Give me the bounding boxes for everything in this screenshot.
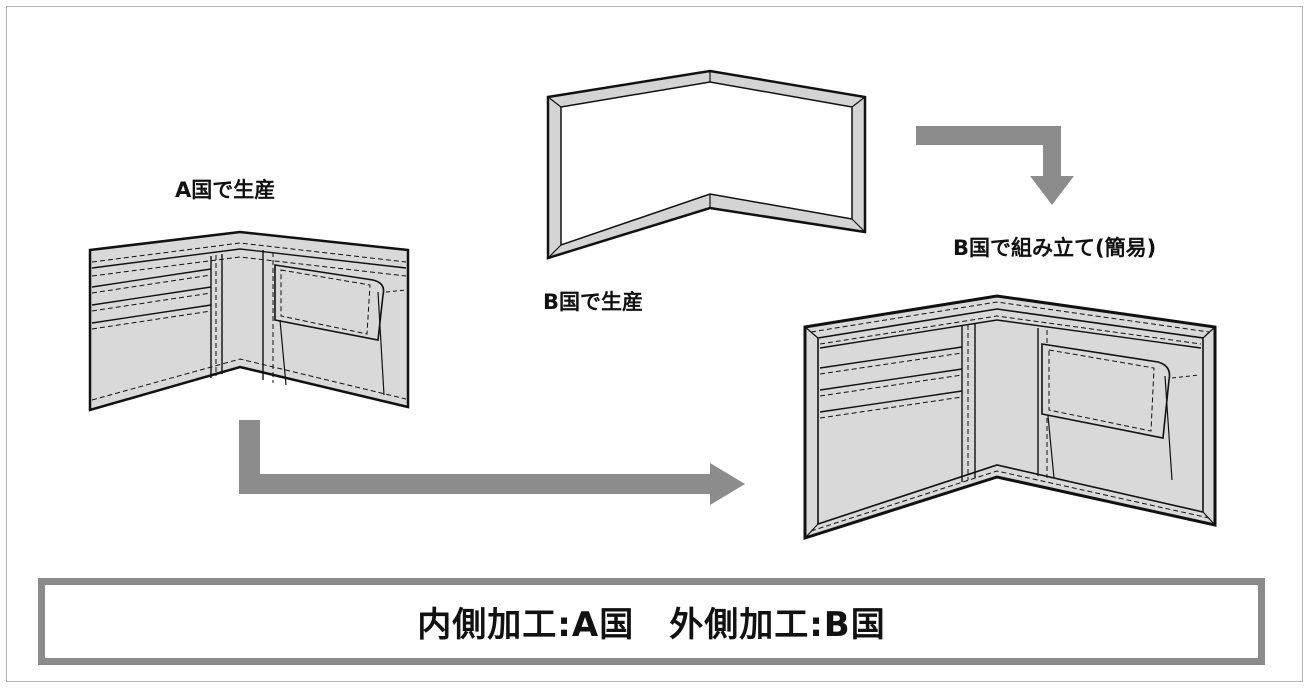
summary-box: 内側加工:A国 外側加工:B国 <box>38 578 1265 665</box>
country-b-production-label: B国で生産 <box>543 290 644 314</box>
country-a-production-label: A国で生産 <box>175 178 276 202</box>
country-b-assembly-label: B国で組み立て(簡易) <box>953 236 1157 260</box>
outer-frame-part <box>546 69 867 260</box>
inner-wallet-part <box>88 230 410 412</box>
diagram-frame <box>6 6 1303 682</box>
assembled-wallet <box>803 294 1217 541</box>
arrow-frame-to-assembly <box>916 126 1074 205</box>
summary-text: 内側加工:A国 外側加工:B国 <box>417 605 886 645</box>
arrow-inner-to-assembly <box>239 420 745 505</box>
